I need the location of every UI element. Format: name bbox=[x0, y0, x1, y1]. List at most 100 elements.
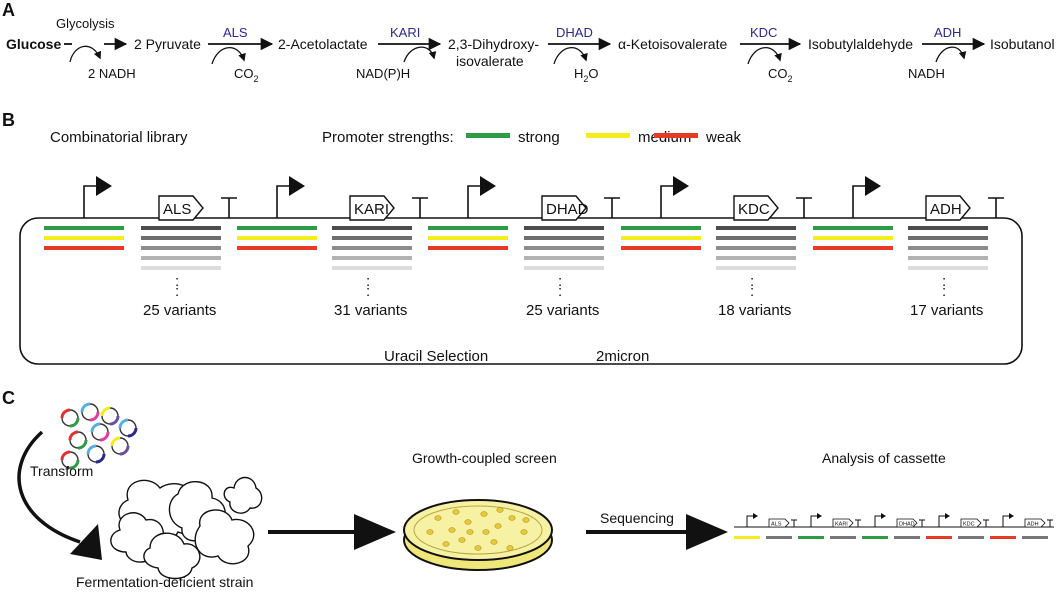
panel-a-label: A bbox=[2, 0, 15, 20]
terminator-1 bbox=[221, 197, 237, 218]
promoter-arrow-2 bbox=[276, 185, 291, 218]
promoter-bar-weak-5 bbox=[813, 246, 893, 250]
glycolysis-label: Glycolysis bbox=[56, 16, 115, 31]
plasmid-segment-b-5 bbox=[77, 439, 88, 450]
mini-promoter-arrow-1 bbox=[746, 515, 754, 527]
plasmid-segment-a-3 bbox=[100, 406, 111, 417]
colony-7 bbox=[520, 529, 528, 535]
terminator-4 bbox=[796, 197, 812, 218]
promoter-bar-strong-3 bbox=[428, 226, 508, 230]
colony-18 bbox=[452, 509, 460, 515]
sequencing-arrow-head bbox=[686, 514, 728, 550]
promoter-arrow-3 bbox=[467, 185, 482, 218]
plasmid-segment-a-6 bbox=[90, 422, 101, 433]
gene-box-dhad bbox=[541, 195, 587, 221]
legend-title: Promoter strengths: bbox=[322, 129, 454, 146]
promoter-arrow-1 bbox=[83, 185, 98, 218]
ellipsis-bottom-4: : bbox=[750, 283, 754, 300]
variant-bar-als-1 bbox=[141, 226, 221, 230]
promoter-bar-strong-4 bbox=[621, 226, 701, 230]
analysis-label: Analysis of cassette bbox=[822, 450, 946, 466]
yeast-cells-icon bbox=[110, 476, 263, 580]
plasmid-segment-b-4 bbox=[127, 427, 138, 438]
variant-bar-adh-1 bbox=[908, 226, 988, 230]
mini-gene-box-1 bbox=[768, 518, 790, 528]
ellipsis-top-1: : bbox=[175, 273, 179, 290]
mini-promoter-bar-3 bbox=[862, 536, 888, 539]
kdc-side-arrow bbox=[747, 47, 782, 65]
transform-arrow-line bbox=[17, 430, 81, 544]
glucose-label: Glucose bbox=[6, 36, 61, 52]
mini-gene-box-3 bbox=[896, 518, 918, 528]
promoter-arrowhead-4 bbox=[673, 176, 689, 196]
ellipsis-top-3: : bbox=[558, 273, 562, 290]
promoter-arrowhead-2 bbox=[289, 176, 305, 196]
legend-swatch-strong bbox=[466, 133, 510, 138]
variant-count-kdc: 18 variants bbox=[718, 302, 791, 319]
terminator-2 bbox=[412, 197, 428, 218]
mini-promoter-arrow-5 bbox=[1002, 515, 1010, 527]
petri-dish-icon bbox=[403, 499, 553, 571]
screen-label: Growth-coupled screen bbox=[412, 450, 557, 466]
library-title: Combinatorial library bbox=[50, 129, 188, 146]
promoter-bar-strong-5 bbox=[813, 226, 893, 230]
glycolysis-side-arrow bbox=[69, 45, 102, 63]
promoter-bar-medium-4 bbox=[621, 236, 701, 240]
mini-gene-bar-3 bbox=[894, 536, 920, 539]
variant-bar-dhad-2 bbox=[524, 236, 604, 240]
marker-uracil: Uracil Selection bbox=[384, 348, 488, 365]
colony-6 bbox=[508, 515, 516, 521]
legend-swatch-medium bbox=[586, 133, 630, 138]
variant-bar-kari-3 bbox=[332, 246, 412, 250]
variant-bar-kdc-1 bbox=[716, 226, 796, 230]
mini-promoter-arrow-4 bbox=[938, 515, 946, 527]
plasmid-segment-b-3 bbox=[109, 415, 120, 426]
ellipsis-bottom-5: : bbox=[942, 283, 946, 300]
variant-bar-adh-2 bbox=[908, 236, 988, 240]
terminator-5 bbox=[988, 197, 1004, 218]
metabolite-ketoisovalerate: α-Ketoisovalerate bbox=[618, 36, 727, 52]
mini-terminator-2 bbox=[855, 519, 861, 527]
mini-promoter-head-4 bbox=[945, 513, 950, 519]
gene-label-als: ALS bbox=[163, 201, 191, 218]
panel-c-label: C bbox=[2, 388, 15, 408]
mini-promoter-head-2 bbox=[817, 513, 822, 519]
promoter-bar-strong-1 bbox=[44, 226, 124, 230]
gene-label-kari: KARI bbox=[354, 201, 389, 218]
mini-gene-bar-2 bbox=[830, 536, 856, 539]
plasmid-segment-a-1 bbox=[60, 408, 71, 419]
kari-side-arrow bbox=[403, 46, 437, 63]
promoter-bar-strong-2 bbox=[237, 226, 317, 230]
ellipsis-bottom-1: : bbox=[175, 283, 179, 300]
variant-bar-kdc-2 bbox=[716, 236, 796, 240]
variant-bar-als-3 bbox=[141, 246, 221, 250]
mini-promoter-bar-1 bbox=[734, 536, 760, 539]
mini-terminator-4 bbox=[983, 519, 989, 527]
plasmid-segment-b-7 bbox=[119, 445, 130, 456]
ellipsis-bottom-3: : bbox=[558, 283, 562, 300]
panel-b: B Combinatorial library Promoter strengt… bbox=[2, 110, 1023, 365]
gene-label-kdc: KDC bbox=[738, 201, 770, 218]
variant-bar-kari-4 bbox=[332, 256, 412, 260]
variant-count-dhad: 25 variants bbox=[526, 302, 599, 319]
mini-gene-bar-4 bbox=[958, 536, 984, 539]
dhad-side-arrow bbox=[553, 47, 588, 65]
ellipsis-bottom-2: : bbox=[366, 283, 370, 300]
variant-bar-kdc-5 bbox=[716, 266, 796, 270]
transform-label: Transform bbox=[30, 463, 93, 479]
mini-gene-box-5 bbox=[1024, 518, 1046, 528]
mini-promoter-arrow-3 bbox=[874, 515, 882, 527]
metabolite-acetolactate: 2-Acetolactate bbox=[278, 36, 368, 52]
promoter-bar-weak-2 bbox=[237, 246, 317, 250]
promoter-bar-weak-4 bbox=[621, 246, 701, 250]
colony-3 bbox=[464, 519, 472, 525]
variant-bar-als-2 bbox=[141, 236, 221, 240]
promoter-arrowhead-3 bbox=[480, 176, 496, 196]
promoter-bar-weak-1 bbox=[44, 246, 124, 250]
metabolite-isobutanol: Isobutanol bbox=[990, 36, 1055, 52]
colony-5 bbox=[494, 523, 502, 529]
glycolysis-side-label: 2 NADH bbox=[88, 66, 136, 81]
panel-c: C Transform Fermentation-deficient strai… bbox=[2, 388, 1054, 590]
metabolite-isobutylaldehyde: Isobutylaldehyde bbox=[808, 36, 913, 52]
promoter-bar-medium-5 bbox=[813, 236, 893, 240]
